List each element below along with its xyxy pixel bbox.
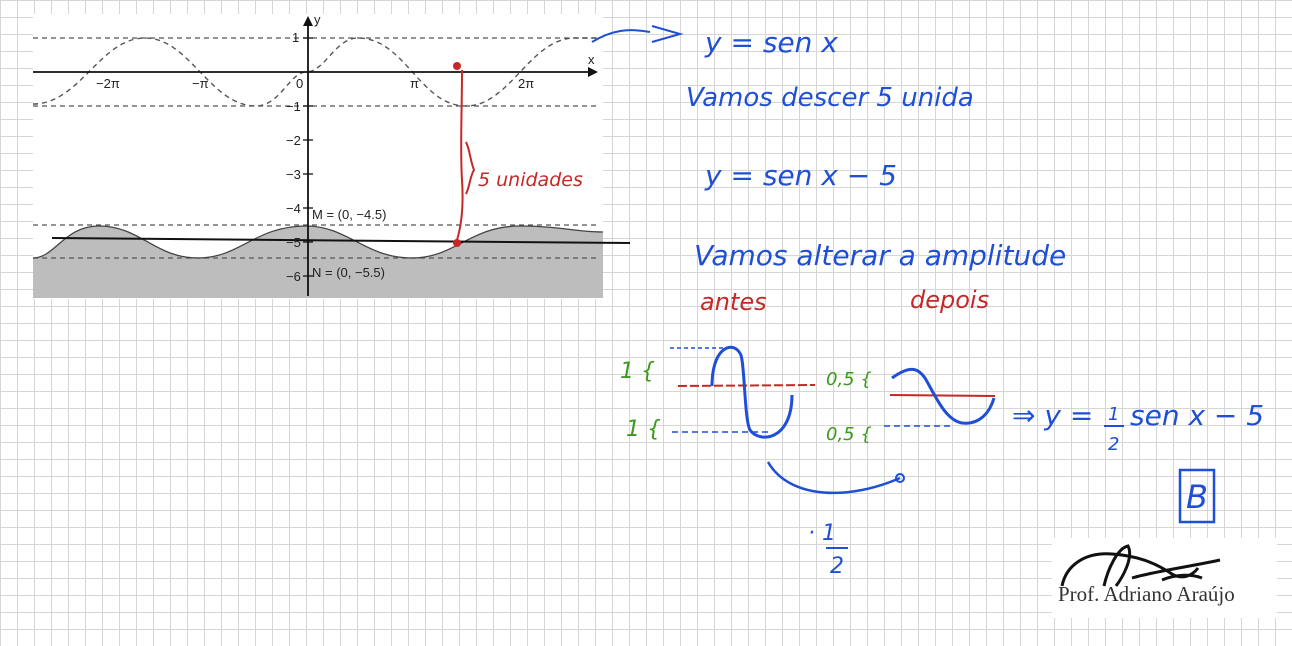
signature-scribble — [1060, 544, 1221, 587]
scale-arrow — [766, 461, 901, 495]
author-name: Prof. Adriano Araújo — [1058, 582, 1235, 606]
y-tick-neg6: −6 — [286, 269, 301, 284]
midline — [51, 237, 631, 244]
final-fraction-den: 2 — [1108, 434, 1119, 455]
answer-box — [1178, 468, 1216, 524]
x-tick-neg2pi: −2π — [96, 76, 120, 91]
equation-1: y = sen x — [704, 26, 838, 59]
y-tick-neg1: −1 — [286, 99, 301, 114]
amp-bot-before: 1 { — [626, 417, 661, 442]
point-m-label: M = (0, −4.5) — [312, 207, 386, 222]
note-amplitude: Vamos alterar a amplitude — [694, 239, 1066, 272]
x-tick-2pi: 2π — [518, 76, 534, 91]
note-descend: Vamos descer 5 unida — [686, 83, 974, 113]
equation-2: y = sen x − 5 — [704, 159, 897, 192]
dashed-guides — [33, 37, 600, 259]
y-tick-1: 1 — [292, 30, 299, 45]
y-axis-arrow — [303, 16, 313, 26]
factor-numerator: · 1 — [808, 521, 836, 546]
label-depois: depois — [910, 286, 989, 314]
x-axis-arrow — [588, 67, 598, 77]
amp-top-after: 0,5 { — [826, 369, 872, 390]
shift-label: 5 unidades — [478, 169, 583, 191]
amp-bot-after: 0,5 { — [826, 424, 872, 445]
y-tick-neg4: −4 — [286, 201, 301, 216]
y-axis-label: y — [314, 12, 321, 27]
final-equation-rest: sen x − 5 — [1130, 399, 1264, 432]
amplitude-after-sketch: 0,5 { 0,5 { — [826, 367, 996, 445]
amplitude-before-sketch: 1 { 1 { — [620, 345, 816, 442]
factor-denominator: 2 — [830, 554, 844, 579]
shaded-band — [33, 226, 603, 298]
y-tick-neg2: −2 — [286, 133, 301, 148]
arrow-to-equation — [591, 29, 651, 43]
graph-panel: y x −2π −π 0 π 2π 1 −1 −2 −3 −4 −5 −6 M … — [32, 12, 631, 299]
x-tick-0: 0 — [296, 76, 303, 91]
x-tick-pi: π — [410, 76, 419, 91]
y-tick-neg3: −3 — [286, 167, 301, 182]
final-fraction-num: 1 — [1108, 404, 1119, 425]
signature-block: Prof. Adriano Araújo — [1052, 538, 1277, 618]
x-tick-negpi: −π — [192, 76, 209, 91]
answer-letter: B — [1186, 478, 1208, 516]
amp-top-before: 1 { — [620, 359, 655, 384]
shift-annotation: 5 unidades — [453, 62, 583, 247]
label-antes: antes — [700, 288, 767, 316]
final-equation-lead: ⇒ y = — [1012, 399, 1093, 432]
shifted-curve — [32, 225, 604, 259]
point-n-label: N = (0, −5.5) — [312, 265, 385, 280]
y-tick-neg5: −5 — [286, 235, 301, 250]
x-axis-label: x — [588, 52, 595, 67]
